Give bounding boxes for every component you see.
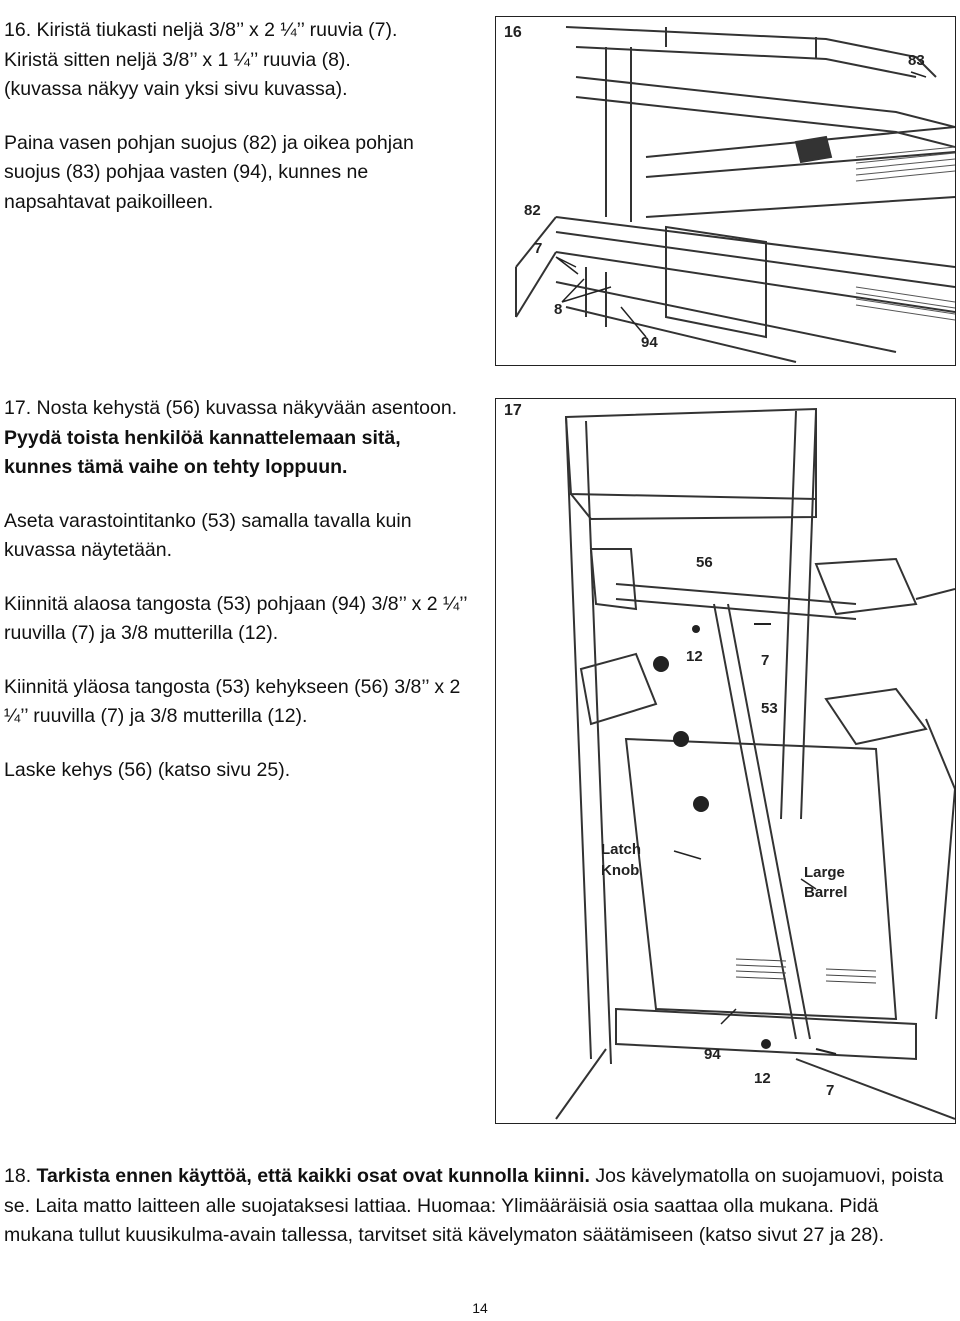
barrel-label-line-1: Large: [804, 864, 845, 881]
barrel-label-line-2: Barrel: [804, 884, 847, 901]
step-18-rest-1: Jos kävelymatolla on suojamuovi, poista …: [4, 1165, 944, 1217]
label-12-top: 12: [686, 648, 703, 665]
latch-label-line-1: Latch: [601, 841, 641, 858]
step-18-paragraph: 18. Tarkista ennen käyttöä, että kaikki …: [4, 1162, 944, 1251]
step-17-paragraph-2: Aseta varastointitanko (53) samalla tava…: [4, 509, 412, 562]
step-17-text: 17. Nosta kehystä (56) kuvassa näkyvään …: [4, 394, 474, 785]
step-18-check: Tarkista ennen käyttöä, että kaikki osat…: [36, 1165, 590, 1187]
label-82: 82: [524, 202, 541, 219]
step-17-paragraph-5: Laske kehys (56) (katso sivu 25).: [4, 758, 291, 781]
label-8: 8: [554, 301, 562, 318]
label-7-bottom: 7: [826, 1082, 834, 1099]
step-16-text: 16. Kiristä tiukasti neljä 3/8’’ x 2 ¼’’…: [4, 16, 474, 217]
step-16-paragraph-2: Paina vasen pohjan suojus (82) ja oikea …: [4, 131, 414, 213]
step-16-line-2: Kiristä sitten neljä 3/8’’ x 1 ¼’’ ruuvi…: [4, 48, 351, 71]
label-7: 7: [534, 240, 542, 257]
step-18-text: 18. Tarkista ennen käyttöä, että kaikki …: [4, 1162, 944, 1251]
step-17-intro-text: 17. Nosta kehystä (56) kuvassa näkyvään …: [4, 397, 458, 419]
figure-17: 17 56 12 7 53 Latch Knob Large Barrel 94…: [495, 398, 956, 1124]
figure-16-illustration: 16 83 82 7 8 94: [504, 24, 955, 363]
label-53: 53: [761, 700, 778, 717]
step-17-paragraph-3: Kiinnitä alaosa tangosta (53) pohjaan (9…: [4, 592, 467, 645]
label-56: 56: [696, 554, 713, 571]
step-18-number: 18.: [4, 1165, 32, 1187]
step-17-paragraph-4: Kiinnitä yläosa tangosta (53) kehykseen …: [4, 675, 461, 728]
step-18-rest-2: Pidä mukana tullut kuusikulma-avain tall…: [4, 1194, 885, 1247]
label-94: 94: [704, 1046, 721, 1063]
label-94: 94: [641, 334, 658, 351]
label-83: 83: [908, 52, 925, 69]
figure-16-number: 16: [504, 24, 522, 41]
step-17-warning: Pyydä toista henkilöä kannattelemaan sit…: [4, 426, 401, 479]
step-16-line-1: 16. Kiristä tiukasti neljä 3/8’’ x 2 ¼’’…: [4, 19, 398, 41]
label-12-bottom: 12: [754, 1070, 771, 1087]
step-16-line-3: (kuvassa näkyy vain yksi sivu kuvassa).: [4, 78, 348, 100]
figure-16: 16 83 82 7 8 94: [495, 16, 956, 366]
figure-17-illustration: 17 56 12 7 53 Latch Knob Large Barrel 94…: [504, 402, 955, 1120]
label-7-top: 7: [761, 652, 769, 669]
latch-label-line-2: Knob: [601, 862, 639, 879]
page-number: 14: [472, 1300, 488, 1316]
step-17-intro: 17. Nosta kehystä (56) kuvassa näkyvään …: [4, 394, 474, 483]
figure-17-number: 17: [504, 402, 522, 419]
